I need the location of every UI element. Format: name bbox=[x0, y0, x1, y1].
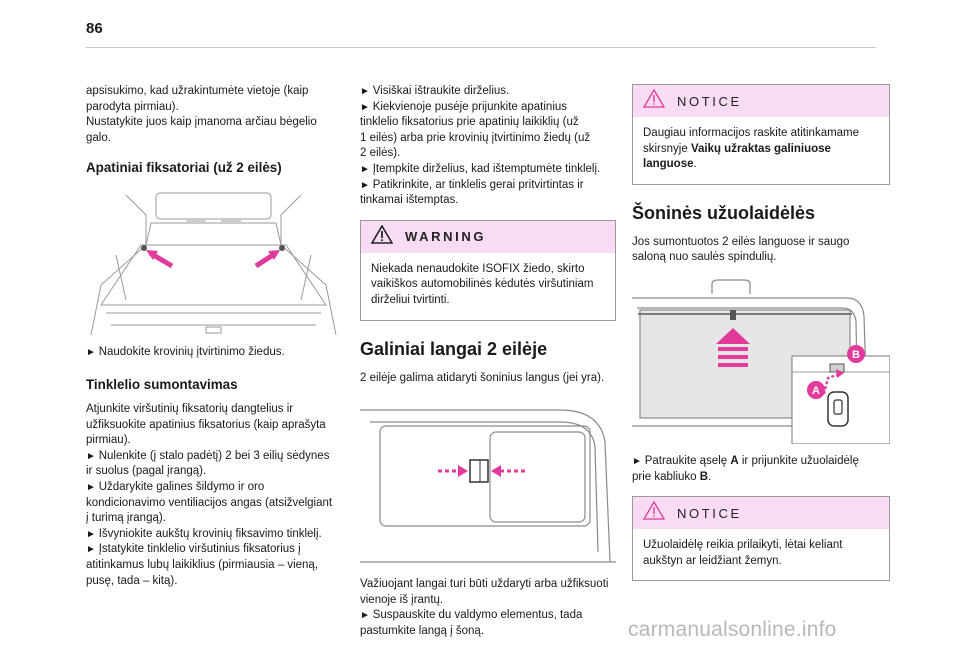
net-bullet-2-cont: į turimą įrangą). bbox=[86, 512, 166, 525]
warning-box: WARNING Niekada nenaudokite ISOFIX žiedo… bbox=[360, 219, 616, 321]
notice-line: skirsnyje Vaikų užraktas galiniuose bbox=[643, 142, 879, 158]
net-bullet-2: Uždarykite galines šildymo ir oro bbox=[86, 480, 341, 496]
notice-label-1: NOTICE bbox=[677, 93, 742, 109]
net-line: pirmiau). bbox=[86, 434, 131, 447]
notice-ref: Vaikų užraktas galiniuose bbox=[690, 142, 831, 155]
section-title-side-blinds: Šoninės užuolaidėlės bbox=[632, 202, 816, 223]
after-line: Važiuojant langai turi būti uždaryti arb… bbox=[360, 578, 609, 591]
net-bullet-1: Nulenkite (į stalo padėtį) 2 bei 3 eilių… bbox=[86, 449, 341, 465]
notice-triangle-icon bbox=[642, 500, 666, 525]
section-title-rear-windows: Galiniai langai 2 eilėje bbox=[360, 338, 548, 359]
warning-triangle-icon bbox=[370, 224, 394, 249]
blind-bullet-cont: prie kabliuko B. bbox=[632, 470, 890, 486]
net-line: užfiksuokite apatinius fiksatorius (kaip… bbox=[86, 418, 326, 431]
column-2: Visiškai ištraukite dirželius. Kiekvieno… bbox=[360, 84, 616, 640]
heading-lower-anchors: Apatiniai fiksatoriai (už 2 eilės) bbox=[86, 160, 282, 176]
sun-blind-illustration: B A bbox=[632, 275, 890, 444]
intro-line: parodyta pirmiau). bbox=[86, 100, 179, 113]
warning-label: WARNING bbox=[405, 229, 487, 245]
intro-line: galo. bbox=[86, 131, 111, 144]
notice-header-2: NOTICE bbox=[633, 497, 889, 530]
blind-ref-a: A bbox=[730, 454, 739, 467]
strap-bullet-4: Patikrinkite, ar tinklelis gerai pritvir… bbox=[360, 178, 616, 194]
notice-text: skirsnyje bbox=[643, 142, 691, 155]
sliding-window-illustration bbox=[360, 402, 616, 568]
warning-header: WARNING bbox=[361, 220, 615, 253]
notice-body-1: Daugiau informacijos raskite atitinkamam… bbox=[633, 117, 889, 184]
blind-text: prie kabliuko bbox=[632, 470, 700, 483]
page-number: 86 bbox=[86, 20, 103, 37]
top-divider bbox=[86, 47, 876, 48]
blind-text: Patraukite ąselę bbox=[644, 454, 731, 467]
strap-bullet-2: Kiekvienoje pusėje prijunkite apatinius bbox=[360, 100, 616, 116]
column-1: apsisukimo, kad užrakintumėte vietoje (k… bbox=[86, 84, 341, 589]
notice-line: aukštyn ar leidžiant žemyn. bbox=[643, 554, 782, 567]
net-line: Atjunkite viršutinių fiksatorių dangteli… bbox=[86, 402, 294, 415]
warning-body: Niekada nenaudokite ISOFIX žiedo, skirto… bbox=[361, 253, 615, 320]
strap-bullet-4-cont: tinkamai ištemptas. bbox=[360, 194, 459, 207]
warning-line: vaikiškos automobilinės kėdutės viršutin… bbox=[371, 278, 594, 291]
net-bullet-4: Įstatykite tinklelio viršutinius fiksato… bbox=[86, 542, 341, 558]
notice-label-2: NOTICE bbox=[677, 505, 742, 521]
section-line: 2 eilėje galima atidaryti šoninius langu… bbox=[360, 371, 605, 384]
net-bullet-1-cont: ir suolus (pagal įrangą). bbox=[86, 465, 207, 478]
net-bullet-4-cont: atitinkamus lubų laikiklius (pirmiausia … bbox=[86, 558, 319, 571]
blind-text: . bbox=[708, 470, 712, 483]
notice-body-2: Užuolaidėlę reikia prilaikyti, lėtai kel… bbox=[633, 529, 889, 580]
net-bullet-2-cont: kondicionavimo ventiliacijos angas (atsi… bbox=[86, 496, 333, 509]
column-3: NOTICE Daugiau informacijos raskite atit… bbox=[632, 84, 890, 582]
notice-line: Daugiau informacijos raskite atitinkamam… bbox=[643, 127, 860, 139]
strap-bullet-2-cont: tinklelio fiksatorius prie apatinių laik… bbox=[360, 116, 579, 129]
heading-net-installation: Tinklelio sumontavimas bbox=[86, 376, 238, 392]
strap-bullet-2-cont: 1 eilės) arba prie krovinių įtvirtinimo … bbox=[360, 131, 591, 144]
net-bullet-4-cont: pusę, tada – kitą). bbox=[86, 574, 178, 587]
bullet-rings: Naudokite krovinių įtvirtinimo žiedus. bbox=[86, 345, 341, 361]
notice-box-2: NOTICE Užuolaidėlę reikia prilaikyti, lė… bbox=[632, 496, 890, 582]
intro-line: apsisukimo, kad užrakintumėte vietoje (k… bbox=[86, 85, 309, 97]
after-line: vienoje iš įrantų. bbox=[360, 593, 444, 606]
notice-line: Užuolaidėlę reikia prilaikyti, lėtai kel… bbox=[643, 539, 843, 552]
cargo-floor-illustration bbox=[86, 185, 341, 336]
watermark: carmanualsonline.info bbox=[628, 618, 837, 641]
blinds-line: Jos sumontuotos 2 eilės languose ir saug… bbox=[632, 235, 850, 248]
notice-ref: languose bbox=[643, 158, 694, 171]
after-bullet-cont: pastumkite langą į šoną. bbox=[360, 624, 485, 637]
intro-line: Nustatykite juos kaip įmanoma arčiau bėg… bbox=[86, 116, 317, 129]
strap-bullet-2-cont: 2 eilės). bbox=[360, 147, 401, 160]
strap-bullet-3: Įtempkite dirželius, kad ištemptumėte ti… bbox=[360, 162, 616, 178]
notice-header-1: NOTICE bbox=[633, 85, 889, 117]
notice-line: languose. bbox=[643, 157, 879, 173]
blind-text: ir prijunkite užuolaidėlę bbox=[738, 454, 859, 467]
notice-box-1: NOTICE Daugiau informacijos raskite atit… bbox=[632, 84, 890, 185]
notice-text: . bbox=[693, 158, 697, 171]
net-bullet-3: Išvyniokite aukštų krovinių fiksavimo ti… bbox=[86, 527, 341, 543]
warning-line: dirželiui tvirtinti. bbox=[371, 293, 450, 306]
warning-line: Niekada nenaudokite ISOFIX žiedo, skirto bbox=[371, 262, 585, 275]
blinds-line: saloną nuo saulės spindulių. bbox=[632, 251, 777, 264]
blind-bullet: Patraukite ąselę A ir prijunkite užuolai… bbox=[632, 454, 890, 470]
notice-triangle-icon bbox=[642, 88, 666, 113]
strap-bullet-1: Visiškai ištraukite dirželius. bbox=[360, 84, 616, 100]
blind-ref-b: B bbox=[699, 470, 709, 483]
callout-a: A bbox=[812, 385, 820, 397]
callout-b: B bbox=[852, 349, 860, 361]
after-bullet: Suspauskite du valdymo elementus, tada bbox=[360, 608, 616, 624]
